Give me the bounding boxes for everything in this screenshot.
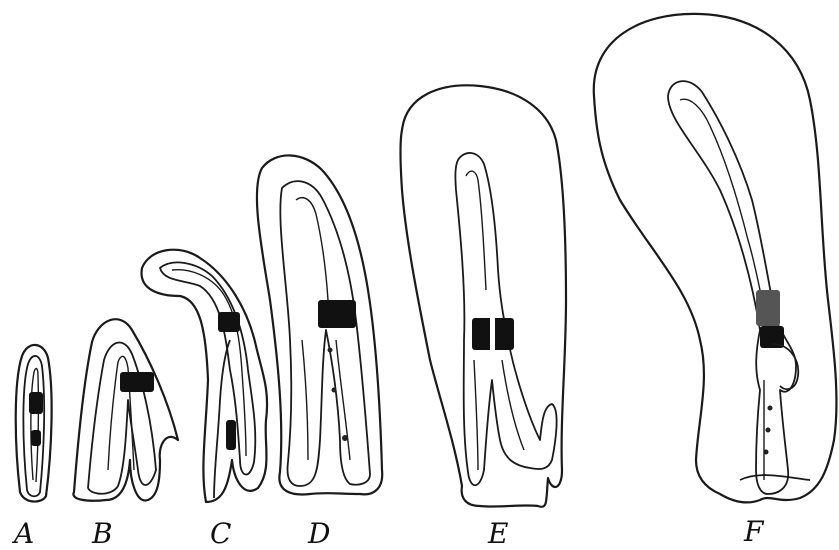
stage-d-drawing [257,155,382,494]
stage-label-e: E [488,520,508,548]
stage-label-b: B [92,520,113,548]
stage-a-drawing [16,345,52,502]
stage-b-drawing [73,319,178,501]
stage-f-drawing [594,14,837,503]
stage-label-c: C [210,520,231,548]
stage-label-f: F [744,518,763,546]
stage-label-a: A [14,520,34,548]
stage-label-d: D [308,520,330,548]
stage-e-drawing [401,85,567,507]
